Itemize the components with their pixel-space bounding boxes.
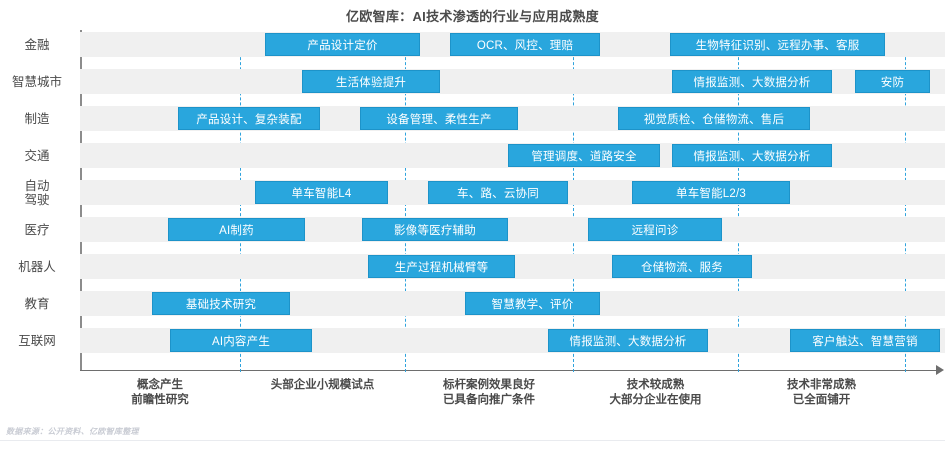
row-label-line: 互联网 xyxy=(18,333,56,348)
stage-label-line2: 前瞻性研究 xyxy=(131,394,189,406)
row-label-line: 教育 xyxy=(24,296,50,311)
maturity-bar[interactable]: AI内容产生 xyxy=(170,329,312,352)
row-label-line: 驾驶 xyxy=(24,192,50,207)
row-label-金融: 金融 xyxy=(0,38,74,52)
bar-label: 设备管理、柔性生产 xyxy=(386,113,492,126)
bar-label: 影像等医疗辅助 xyxy=(394,224,476,237)
bar-label: 产品设计、复杂装配 xyxy=(196,113,302,126)
maturity-bar[interactable]: 产品设计定价 xyxy=(265,33,420,56)
bar-label: 生活体验提升 xyxy=(335,76,407,89)
bar-label: 客户触达、智慧营销 xyxy=(812,335,918,348)
row-label-机器人: 机器人 xyxy=(0,260,74,274)
stage-label-5: 技术非常成熟已全面铺开 xyxy=(732,378,912,408)
bar-label: AI制药 xyxy=(219,224,254,237)
stage-label-3: 标杆案例效果良好已具备向推广条件 xyxy=(399,378,579,408)
maturity-bar[interactable]: 管理调度、道路安全 xyxy=(508,144,660,167)
maturity-bar[interactable]: 单车智能L2/3 xyxy=(632,181,790,204)
stage-label-line2: 已全面铺开 xyxy=(792,394,851,406)
maturity-bar[interactable]: 安防 xyxy=(855,70,930,93)
maturity-bar[interactable]: 单车智能L4 xyxy=(255,181,388,204)
maturity-bar[interactable]: 情报监测、大数据分析 xyxy=(672,144,832,167)
bar-label: 单车智能L2/3 xyxy=(676,187,746,200)
x-axis-line xyxy=(80,370,938,371)
stage-label-2: 头部企业小规模试点 xyxy=(233,378,413,393)
row-label-line: 交通 xyxy=(24,148,50,163)
stage-label-line1: 概念产生 xyxy=(137,379,183,391)
maturity-bar[interactable]: 生产过程机械臂等 xyxy=(368,255,515,278)
maturity-bar[interactable]: 视觉质检、仓储物流、售后 xyxy=(618,107,810,130)
bar-label: 单车智能L4 xyxy=(291,187,352,200)
stage-label-line2: 已具备向推广条件 xyxy=(443,394,535,406)
bar-label: 情报监测、大数据分析 xyxy=(693,76,811,89)
maturity-bar[interactable]: 仓储物流、服务 xyxy=(612,255,752,278)
bar-label: 远程问诊 xyxy=(631,224,679,237)
row-label-医疗: 医疗 xyxy=(0,223,74,237)
bar-label: 基础技术研究 xyxy=(185,298,257,311)
stage-label-line1: 头部企业小规模试点 xyxy=(270,379,375,391)
maturity-bar[interactable]: 远程问诊 xyxy=(588,218,722,241)
maturity-bar[interactable]: 情报监测、大数据分析 xyxy=(672,70,832,93)
stage-label-4: 技术较成熟大部分企业在使用 xyxy=(566,378,746,408)
bar-label: 管理调度、道路安全 xyxy=(531,150,637,163)
maturity-bar[interactable]: OCR、风控、理赔 xyxy=(450,33,600,56)
bar-label: AI内容产生 xyxy=(211,335,271,348)
bar-label: 仓储物流、服务 xyxy=(641,261,723,274)
maturity-bar[interactable]: 设备管理、柔性生产 xyxy=(360,107,518,130)
stage-label-line1: 技术非常成熟 xyxy=(787,379,856,391)
row-label-自动驾驶: 自动驾驶 xyxy=(0,179,74,207)
row-label-制造: 制造 xyxy=(0,112,74,126)
maturity-bar[interactable]: 产品设计、复杂装配 xyxy=(178,107,320,130)
row-label-智慧城市: 智慧城市 xyxy=(0,75,74,89)
maturity-bar[interactable]: 客户触达、智慧营销 xyxy=(790,329,940,352)
row-label-line: 自动 xyxy=(24,178,50,193)
row-label-教育: 教育 xyxy=(0,297,74,311)
bar-label: 视觉质检、仓储物流、售后 xyxy=(643,113,785,126)
stage-label-line1: 技术较成熟 xyxy=(626,379,685,391)
maturity-bar[interactable]: 情报监测、大数据分析 xyxy=(548,329,708,352)
maturity-bar[interactable]: 基础技术研究 xyxy=(152,292,290,315)
bar-label: OCR、风控、理赔 xyxy=(476,39,574,52)
maturity-bar[interactable]: AI制药 xyxy=(168,218,305,241)
row-label-line: 机器人 xyxy=(18,259,56,274)
maturity-bar[interactable]: 生活体验提升 xyxy=(302,70,440,93)
row-label-互联网: 互联网 xyxy=(0,334,74,348)
row-label-line: 智慧城市 xyxy=(11,74,62,89)
stage-label-1: 概念产生前瞻性研究 xyxy=(70,378,250,408)
row-label-line: 制造 xyxy=(24,111,50,126)
footer-divider xyxy=(0,440,945,441)
maturity-bar[interactable]: 影像等医疗辅助 xyxy=(362,218,508,241)
bar-label: 生物特征识别、远程办事、客服 xyxy=(695,39,860,52)
row-label-line: 医疗 xyxy=(24,222,50,237)
source-note: 数据来源：公开资料、亿欧智库整理 xyxy=(6,427,139,436)
bar-label: 情报监测、大数据分析 xyxy=(569,335,687,348)
bar-label: 安防 xyxy=(880,76,905,89)
maturity-bar[interactable]: 生物特征识别、远程办事、客服 xyxy=(670,33,885,56)
maturity-bar[interactable]: 车、路、云协同 xyxy=(428,181,568,204)
x-axis-arrow-icon xyxy=(936,365,944,375)
row-label-line: 金融 xyxy=(24,37,50,52)
bar-label: 产品设计定价 xyxy=(307,39,378,52)
bar-label: 车、路、云协同 xyxy=(457,187,539,200)
bar-label: 智慧教学、评价 xyxy=(491,298,574,311)
page-title: 亿欧智库：AI技术渗透的行业与应用成熟度 xyxy=(345,9,599,24)
bar-label: 生产过程机械臂等 xyxy=(394,261,489,274)
maturity-bar[interactable]: 智慧教学、评价 xyxy=(465,292,600,315)
row-label-交通: 交通 xyxy=(0,149,74,163)
stage-label-line2: 大部分企业在使用 xyxy=(609,394,702,406)
bar-label: 情报监测、大数据分析 xyxy=(693,150,811,163)
stage-label-line1: 标杆案例效果良好 xyxy=(443,379,535,391)
